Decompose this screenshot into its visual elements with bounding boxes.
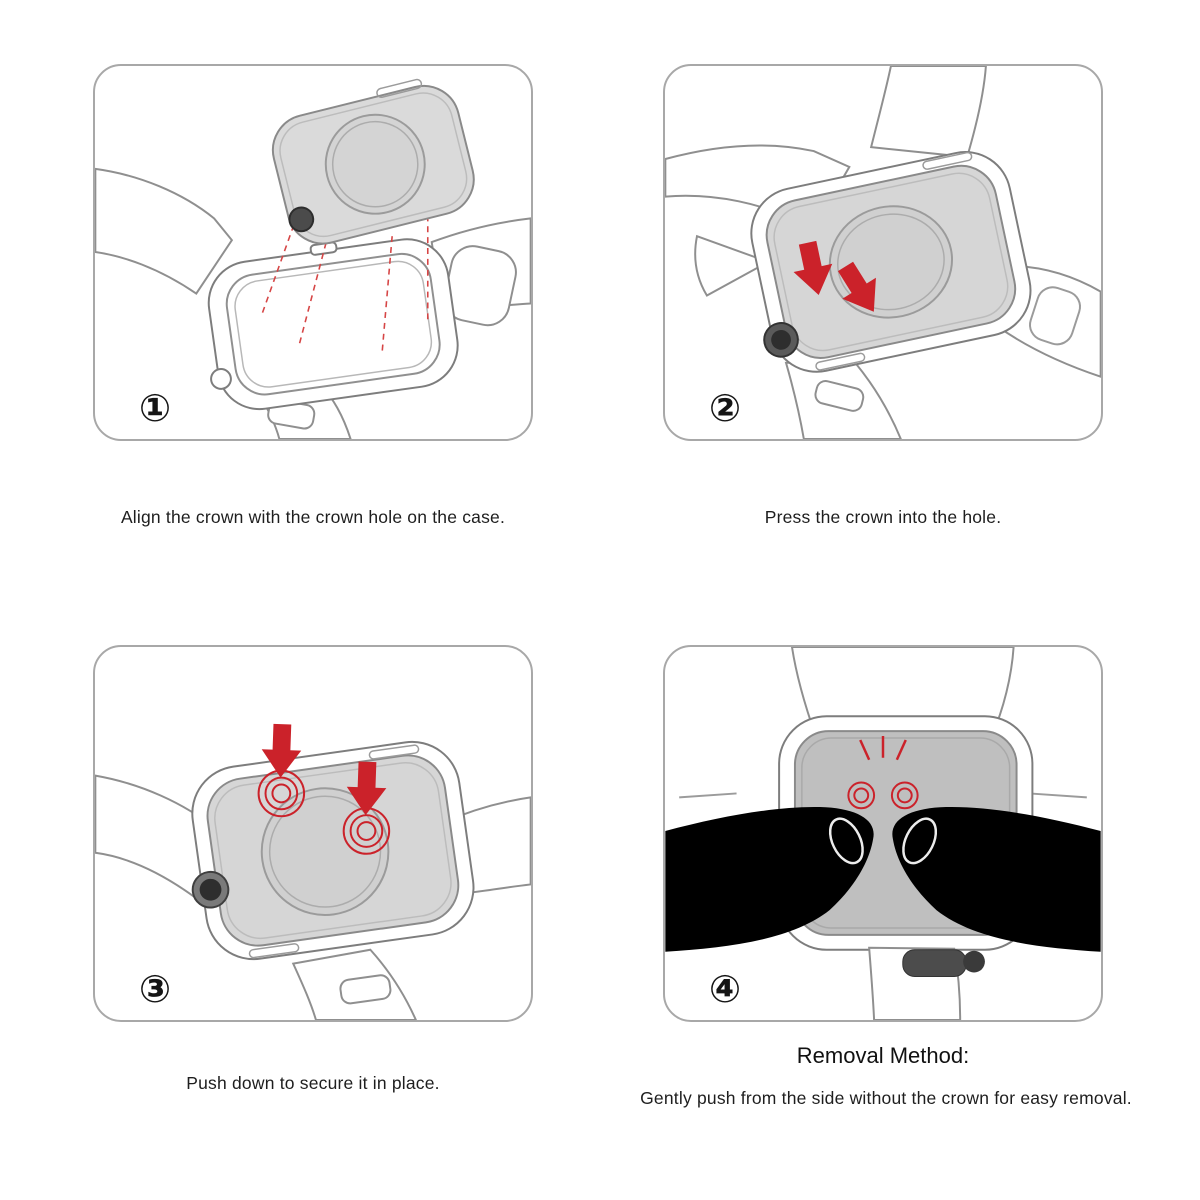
step-4-panel: ④ (663, 645, 1103, 1022)
removal-method-title: Removal Method: (796, 1043, 970, 1068)
watch-in-case (750, 151, 1032, 373)
press-ripple-icon (257, 769, 391, 855)
step-4-caption: Gently push from the side without the cr… (640, 1088, 1132, 1108)
crown-icon (288, 206, 315, 233)
press-indicator (257, 723, 391, 855)
press-ripple-icon (847, 781, 919, 810)
crown-hole-icon (210, 368, 232, 390)
step-1-number: ① (139, 386, 172, 430)
press-arrow-icon (261, 723, 387, 816)
step-3-caption: Push down to secure it in place. (186, 1073, 440, 1093)
watch-in-case (191, 740, 475, 961)
background-line (679, 792, 737, 799)
bottom-strap (868, 946, 985, 1020)
step-1-panel: ① (93, 64, 533, 441)
empty-case-outline (207, 238, 459, 411)
impact-spark-icon (859, 736, 907, 761)
alignment-dashed-lines-icon (260, 204, 429, 352)
background-line (1029, 792, 1087, 799)
thumbnail-icon (828, 817, 938, 865)
step-2-number: ② (709, 386, 742, 430)
step-4-number: ④ (709, 967, 742, 1011)
crown-icon (963, 950, 985, 973)
step-1-caption: Align the crown with the crown hole on t… (120, 507, 506, 527)
step-4-illustration (665, 647, 1101, 1020)
press-arrow-icon (793, 240, 876, 312)
step-3-number: ③ (139, 967, 172, 1011)
step-2-panel: ② (663, 64, 1103, 441)
watch-back (271, 78, 475, 245)
step-3-illustration (95, 723, 531, 1020)
watch-strap (790, 647, 1015, 738)
step-2-caption: Press the crown into the hole. (764, 507, 1002, 527)
step-3-panel: ③ (93, 645, 533, 1022)
thumb-icon (665, 807, 1101, 952)
step-2-illustration (665, 66, 1101, 439)
step-1-illustration (95, 78, 531, 439)
